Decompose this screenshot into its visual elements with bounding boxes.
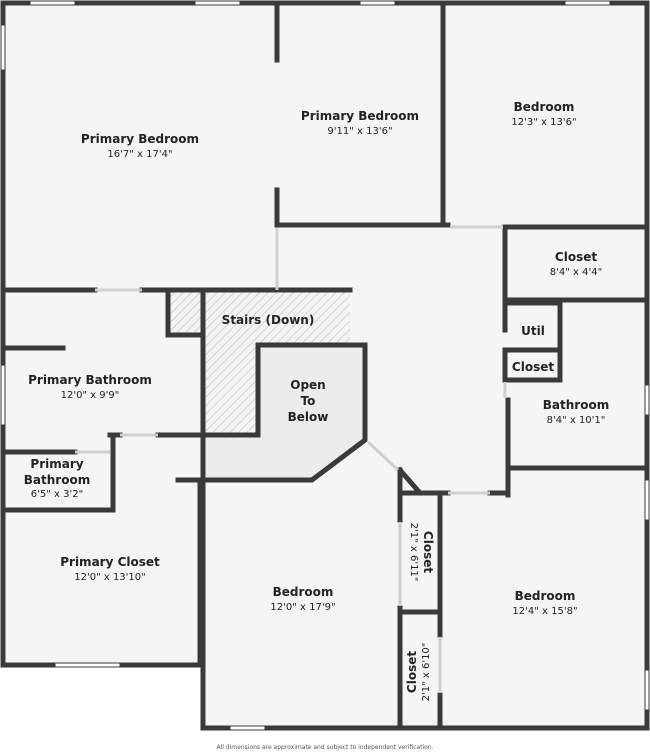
room-dimensions: 9'11" x 13'6" [327,126,392,137]
room-name: Closet [405,651,419,693]
room-dimensions: 2'1" x 6'10" [421,643,432,702]
room-dimensions: 12'0" x 9'9" [61,390,120,401]
room-dimensions: 16'7" x 17'4" [107,149,172,160]
room-name: Closet [555,250,597,264]
room-name: Open [290,378,325,392]
room-dimensions: 12'4" x 15'8" [512,606,577,617]
room-dimensions: 12'0" x 13'10" [74,572,146,583]
stairs-small-area [168,290,203,335]
stairs-area [203,290,350,435]
room-name: Primary Bathroom [28,373,152,387]
room-name: Primary Closet [60,555,160,569]
room-dimensions: 8'4" x 4'4" [550,267,602,278]
room-name: Bedroom [273,585,334,599]
room-name: Stairs (Down) [222,313,315,327]
open-to-below-area [203,345,365,480]
room-name: Primary Bedroom [81,132,199,146]
room-name: Closet [512,360,554,374]
windows [0,0,650,731]
room-dimensions: 12'3" x 13'6" [511,117,576,128]
room-name: Bedroom [515,589,576,603]
room-dimensions: 12'0" x 17'9" [270,602,335,613]
room-dimensions: 8'4" x 10'1" [547,415,606,426]
room-dimensions: 2'1" x 6'11" [408,523,419,582]
disclaimer: All dimensions are approximate and subje… [216,744,433,751]
room-name: Bathroom [543,398,609,412]
room-name: Primary [30,457,83,471]
room-name: Closet [421,531,435,573]
room-name: Bedroom [514,100,575,114]
room-name: Bathroom [24,473,90,487]
room-dimensions: 6'5" x 3'2" [31,489,83,500]
room-labels: Primary Bedroom 16'7" x 17'4" Primary Be… [24,100,609,701]
room-name: Primary Bedroom [301,109,419,123]
doors [75,225,507,693]
room-name: Util [521,324,545,338]
room-name: Below [288,410,329,424]
room-name: To [301,394,316,408]
